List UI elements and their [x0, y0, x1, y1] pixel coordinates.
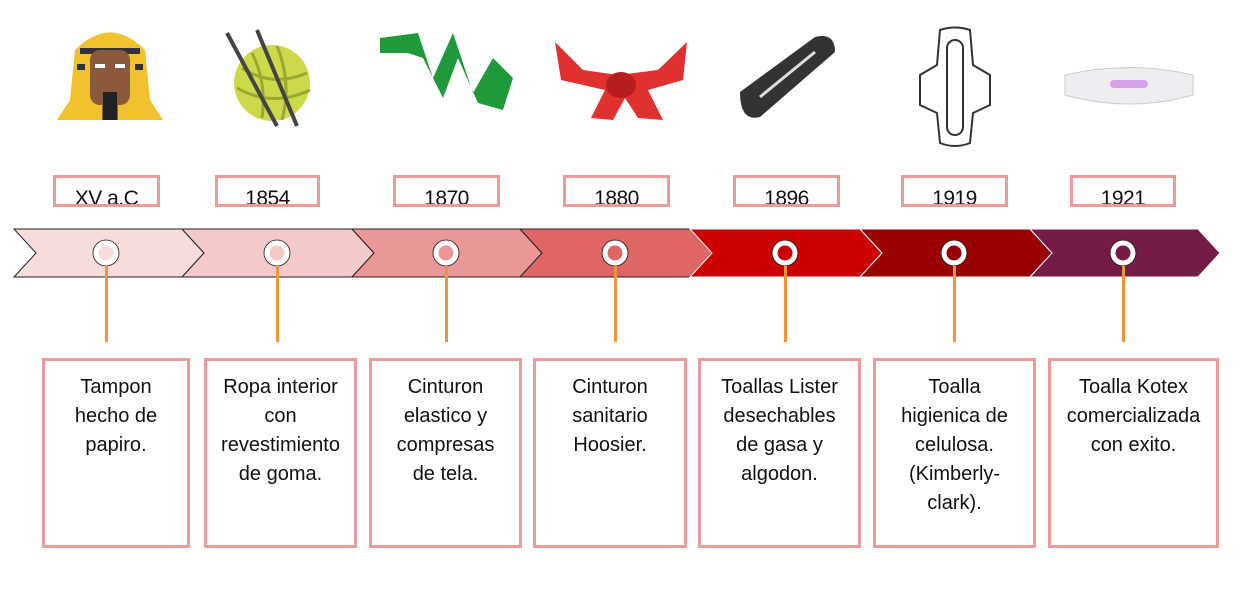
year-label: XV a.C	[53, 175, 160, 207]
event-description: Cinturon elastico y compresas de tela.	[369, 358, 522, 548]
year-label: 1880	[563, 175, 670, 207]
event-description: Tampon hecho de papiro.	[42, 358, 190, 548]
event-description: Ropa interior con revestimiento de goma.	[204, 358, 357, 548]
connector-line	[445, 266, 448, 342]
modern-pad-icon	[1064, 67, 1194, 105]
connector-line	[1122, 266, 1125, 342]
year-label: 1896	[733, 175, 840, 207]
timeline-marker	[93, 240, 119, 266]
timeline-marker	[772, 240, 798, 266]
pharaoh-icon	[57, 32, 163, 120]
elastic-belt-icon	[380, 33, 513, 110]
connector-line	[105, 266, 108, 342]
event-description: Toallas Lister desechables de gasa y alg…	[698, 358, 861, 548]
yarn-ball-icon	[225, 29, 311, 127]
timeline-marker	[602, 240, 628, 266]
year-label: 1870	[393, 175, 500, 207]
event-description: Cinturon sanitario Hoosier.	[533, 358, 687, 548]
event-description: Toalla higienica de celulosa. (Kimberly-…	[873, 358, 1036, 548]
timeline-marker	[1110, 240, 1136, 266]
connector-line	[784, 266, 787, 342]
year-label: 1919	[901, 175, 1008, 207]
connector-line	[276, 266, 279, 342]
timeline-marker	[941, 240, 967, 266]
year-label: 1921	[1070, 175, 1176, 207]
timeline-marker	[433, 240, 459, 266]
dark-pad-icon	[740, 36, 835, 118]
year-label: 1854	[215, 175, 320, 207]
connector-line	[614, 266, 617, 342]
timeline-marker	[264, 240, 290, 266]
pad-outline-icon	[919, 26, 991, 147]
connector-line	[953, 266, 956, 342]
red-belt-icon	[555, 42, 687, 120]
event-description: Toalla Kotex comercializada con exito.	[1048, 358, 1219, 548]
